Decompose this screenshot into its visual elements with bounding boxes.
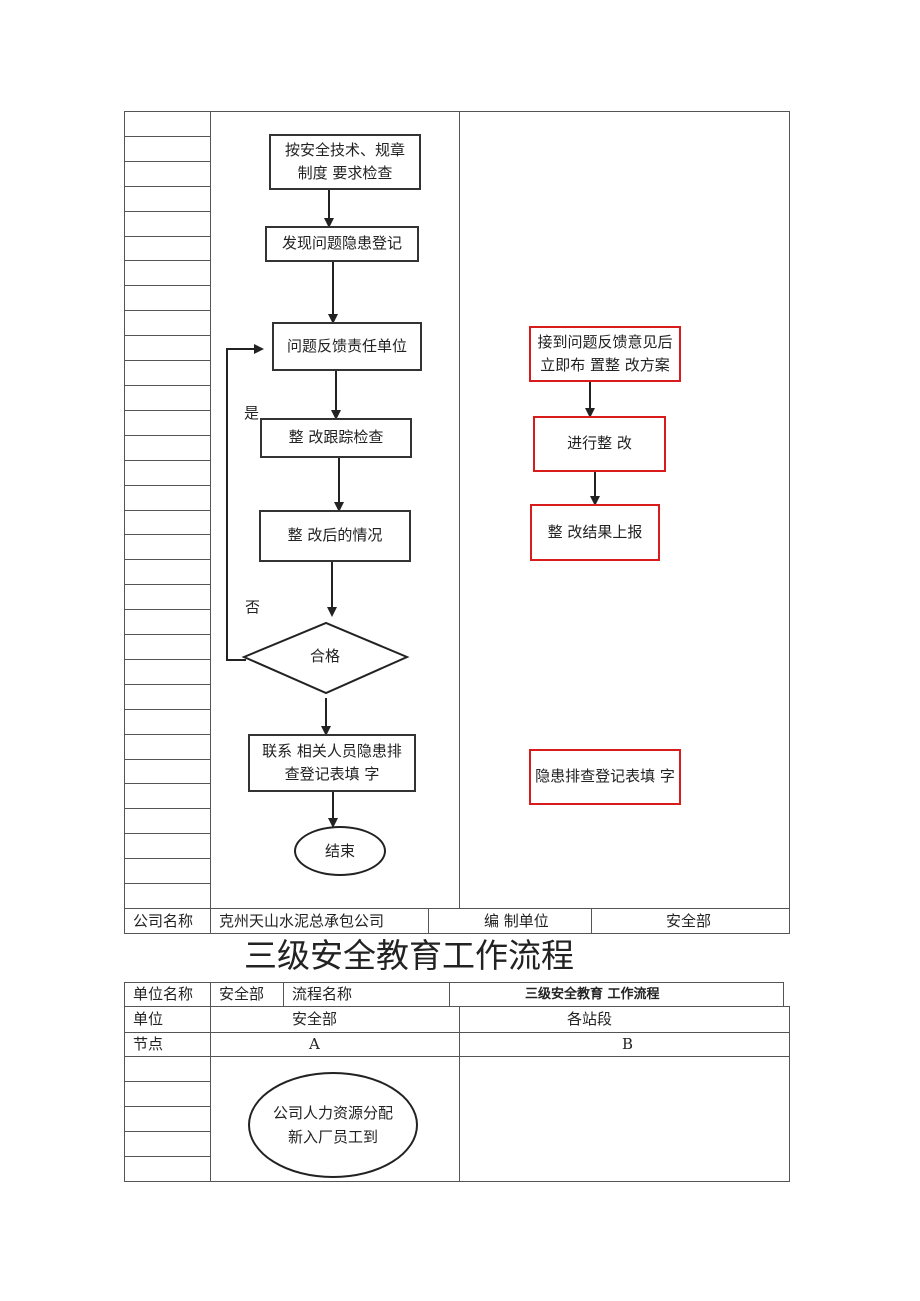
step-rectify-situation: 整 改后的情况 [259, 510, 411, 562]
table-row-divider [124, 833, 211, 834]
table-row-divider [124, 485, 211, 486]
label-yes: 是 [244, 404, 260, 422]
decision-diamond [241, 621, 410, 695]
step-fill-form: 隐患排查登记表填 字 [529, 749, 681, 805]
table-row-divider [124, 310, 211, 311]
decision-qualified-label: 合格 [310, 647, 341, 665]
table-row-divider [124, 435, 211, 436]
process-name-value: 三级安全教育 工作流程 [525, 987, 660, 1002]
table-row-divider [124, 584, 211, 585]
table-row-divider [124, 783, 211, 784]
unit-name-label: 单位名称 [133, 985, 194, 1003]
unit-row-label: 单位 [133, 1010, 164, 1028]
compiling-unit-value: 安全部 [666, 912, 712, 930]
step-report-result: 整 改结果上报 [530, 504, 660, 561]
table-row-divider [124, 684, 211, 685]
table-row-divider [124, 410, 211, 411]
step-check-by-rules: 按安全技术、规章 制度 要求检查 [269, 134, 421, 190]
node-row-col-b: B [622, 1035, 634, 1053]
start-node-new-employees: 公司人力资源分配 新入厂员工到 [248, 1072, 418, 1178]
step-do-rectify: 进行整 改 [533, 416, 666, 472]
table-row-divider [124, 335, 211, 336]
table-row-divider [124, 759, 211, 760]
table-row-divider [124, 659, 211, 660]
label-no: 否 [245, 598, 261, 616]
table-row-divider [124, 883, 211, 884]
step-feedback-unit: 问题反馈责任单位 [272, 322, 422, 371]
table-row-divider [124, 609, 211, 610]
unit-row-col-a: 安全部 [292, 1010, 338, 1028]
table-row-divider [124, 385, 211, 386]
table-row-divider [124, 559, 211, 560]
company-name-value: 克州天山水泥总承包公司 [219, 912, 385, 930]
compiling-unit-label: 编 制单位 [484, 912, 549, 930]
table-row-divider [124, 211, 211, 212]
flow2-title: 三级安全教育工作流程 [244, 936, 574, 975]
process-name-label: 流程名称 [292, 985, 353, 1003]
step-contact-and-sign: 联系 相关人员隐患排 查登记表填 字 [248, 734, 416, 792]
table-row-divider [124, 186, 211, 187]
table-row-divider [124, 236, 211, 237]
step-register-hazard: 发现问题隐患登记 [265, 226, 419, 262]
table-row-divider [124, 285, 211, 286]
table-row-divider [124, 161, 211, 162]
table-row-divider [124, 634, 211, 635]
table-row-divider [124, 360, 211, 361]
unit-name-value: 安全部 [219, 985, 265, 1003]
node-row-col-a: A [309, 1035, 320, 1053]
table-row-divider [124, 709, 211, 710]
table-row-divider [124, 136, 211, 137]
table-row-divider [124, 808, 211, 809]
table-row-divider [124, 534, 211, 535]
step-rectify-tracking: 整 改跟踪检查 [260, 418, 412, 458]
company-name-label: 公司名称 [133, 912, 194, 930]
table-row-divider [124, 460, 211, 461]
unit-row-col-b: 各站段 [567, 1010, 613, 1028]
table-row-divider [124, 510, 211, 511]
end-node: 结束 [294, 826, 386, 876]
table-row-divider [124, 734, 211, 735]
table-row-divider [124, 858, 211, 859]
arrow-loop-back [226, 344, 264, 661]
step-receive-feedback: 接到问题反馈意见后 立即布 置整 改方案 [529, 326, 681, 382]
table-row-divider [124, 260, 211, 261]
node-row-label: 节点 [133, 1035, 164, 1053]
